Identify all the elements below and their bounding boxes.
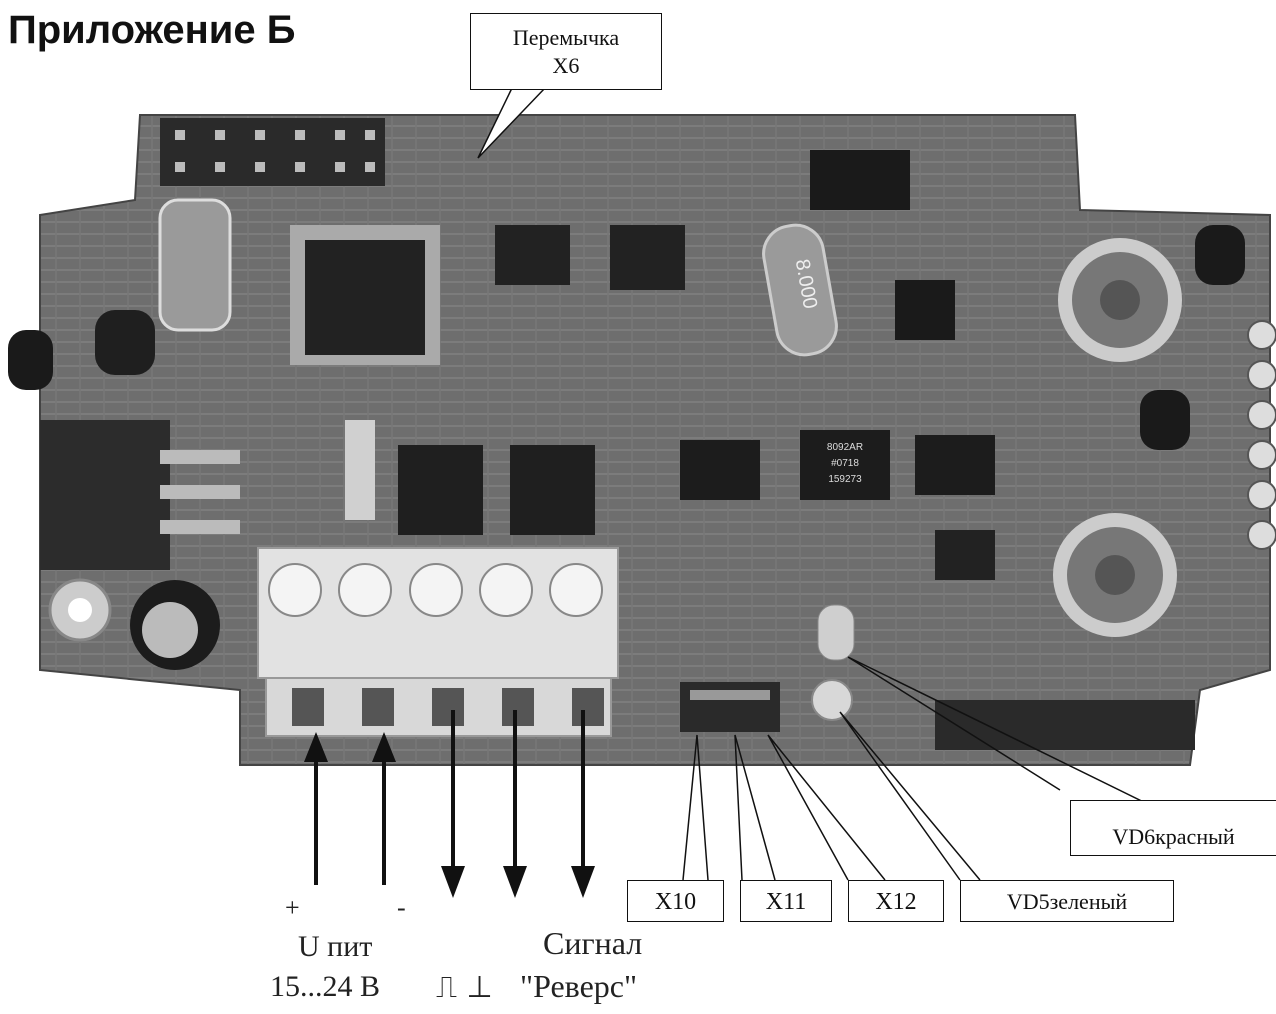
terminal-minus-label: - [397, 893, 406, 922]
crystal-left [158, 198, 232, 332]
voltage-regulator [40, 420, 240, 570]
pin-header-bottom [935, 700, 1195, 750]
transistor-left-1 [8, 330, 53, 390]
crystal-8mhz: 8.000 [762, 223, 838, 357]
optocoupler-1 [398, 445, 483, 535]
soic-chip-1 [495, 225, 570, 285]
svg-text:#0718: #0718 [831, 458, 859, 469]
signal-name: "Реверс" [520, 968, 638, 1004]
supply-label: U пит [298, 930, 373, 963]
supply-range: 15...24 В [270, 970, 381, 1003]
transistor-left-2 [95, 310, 155, 375]
leader-lines [682, 656, 1161, 881]
soic-chip-5: 8092AR #0718 159273 [800, 430, 890, 500]
callout-x12: X12 [848, 880, 944, 922]
svg-text:159273: 159273 [828, 474, 862, 485]
crystal-small [345, 420, 375, 520]
callout-vd6: VD6красный [1070, 800, 1276, 856]
led-vd6 [817, 604, 855, 661]
svg-text:8092AR: 8092AR [827, 442, 863, 453]
toroid-2 [1053, 513, 1177, 637]
callout-x11: X11 [740, 880, 832, 922]
qfn-chip [895, 280, 955, 340]
callout-jumper-line2: X6 [552, 53, 580, 78]
page-title: Приложение Б [8, 8, 296, 52]
transistor-right-1 [1195, 225, 1245, 285]
toroid-1 [1058, 238, 1182, 362]
terminal-arrows [304, 710, 595, 898]
optocoupler-2 [510, 445, 595, 535]
soic-chip-6 [915, 435, 995, 495]
led-vd5 [811, 679, 853, 721]
signal-label: Сигнал [543, 925, 643, 961]
callout-vd5: VD5зеленый [960, 880, 1174, 922]
pulse-symbols: ⎍ ⊥ [436, 970, 493, 1005]
terminal-plus-label: + [285, 893, 300, 922]
callout-jumper-line1: Перемычка [512, 25, 620, 50]
callout-jumper-x6: Перемычка X6 [470, 13, 662, 90]
main-mcu [290, 225, 440, 365]
soic-chip-4 [680, 440, 760, 500]
soic-chip-3 [810, 150, 910, 210]
jumper-headers [680, 682, 780, 732]
transistor-right-2 [1140, 390, 1190, 450]
pin-header-top [160, 118, 385, 186]
terminal-block [257, 547, 619, 737]
diode [935, 530, 995, 580]
soic-chip-2 [610, 225, 685, 290]
callout-x10: X10 [627, 880, 724, 922]
right-contacts [1247, 320, 1276, 550]
